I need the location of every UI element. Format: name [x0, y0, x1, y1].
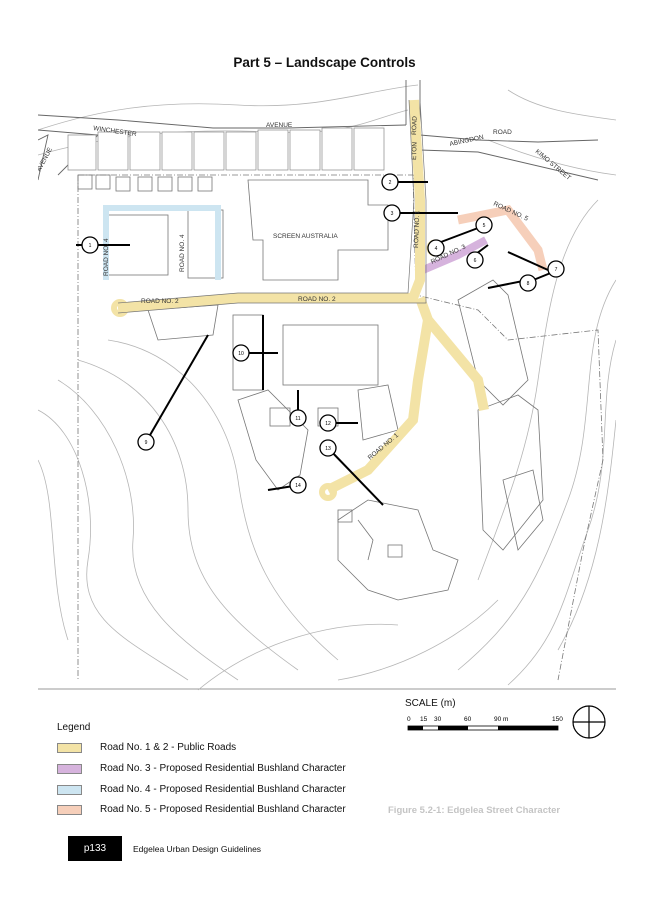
legend-swatch [57, 763, 82, 774]
label-road-no-4-a: ROAD NO. 4 [103, 238, 110, 276]
road-3 [421, 236, 488, 274]
label-road-no-2-mid: ROAD NO. 2 [298, 296, 336, 303]
scale-tick: 60 [464, 716, 472, 723]
section-marker-label: 7 [555, 267, 558, 273]
scale-tick: 150 [552, 716, 563, 723]
section-marker-label: 4 [435, 246, 438, 252]
legend-item-road-1-2: Road No. 1 & 2 - Public Roads [57, 741, 236, 754]
scale-tick: 0 [407, 716, 411, 723]
north-arrow-icon [572, 705, 606, 739]
site-boundary [77, 174, 604, 681]
label-abingdon-road: ROAD [493, 129, 512, 136]
legend-swatch [57, 742, 82, 753]
section-marker-label: 6 [474, 258, 477, 264]
label-road-no-1-north: ROAD NO. 1 [413, 210, 421, 248]
scale-bar-segment [498, 726, 558, 730]
label-road-no-2-left: ROAD NO. 2 [141, 298, 179, 305]
section-marker-label: 13 [325, 446, 331, 452]
scale-label: SCALE (m) [405, 698, 456, 709]
legend-label: Road No. 4 - Proposed Residential Bushla… [100, 784, 346, 795]
legend-item-road-5: Road No. 5 - Proposed Residential Bushla… [57, 803, 346, 816]
label-abingdon: ABINGDON [449, 134, 485, 148]
buildings [77, 174, 544, 601]
label-avenue-left: AVENUE [38, 146, 54, 173]
section-marker-label: 1 [89, 243, 92, 249]
label-road-no-4-b: ROAD NO. 4 [179, 234, 186, 272]
section-markers [81, 173, 565, 494]
scale-tick: 15 [420, 716, 428, 723]
site-map: WINCHESTER AVENUE AVENUE ROAD ETON ABING… [38, 80, 616, 691]
section-marker-label: 14 [295, 483, 301, 489]
label-road-top: ROAD [411, 116, 419, 135]
scale-bar-segment [408, 726, 423, 730]
page-title: Part 5 – Landscape Controls [233, 55, 416, 70]
legend-label: Road No. 5 - Proposed Residential Bushla… [100, 804, 346, 815]
page-number: p133 [68, 836, 122, 861]
legend-swatch [57, 784, 82, 795]
section-marker-label: 8 [527, 281, 530, 287]
label-kimo-street: KIMO STREET [534, 148, 572, 182]
legend-label: Road No. 3 - Proposed Residential Bushla… [100, 763, 346, 774]
scale-tick: 30 [434, 716, 442, 723]
legend-title: Legend [57, 722, 91, 733]
section-marker-label: 10 [238, 351, 244, 357]
road-edges [117, 99, 427, 314]
section-marker-label: 2 [389, 180, 392, 186]
legend-item-road-4: Road No. 4 - Proposed Residential Bushla… [57, 783, 346, 796]
contour-lines [38, 84, 616, 691]
footer-text: Edgelea Urban Design Guidelines [133, 844, 262, 854]
section-marker-label: 12 [325, 421, 331, 427]
legend-swatch [57, 804, 82, 815]
figure-caption: Figure 5.2-1: Edgelea Street Character [388, 805, 561, 816]
scale-tick: 90 m [494, 716, 508, 723]
road-5 [457, 205, 548, 272]
section-marker-label: 9 [145, 440, 148, 446]
legend-label: Road No. 1 & 2 - Public Roads [100, 742, 237, 753]
label-avenue-top: AVENUE [266, 122, 293, 129]
legend-item-road-3: Road No. 3 - Proposed Residential Bushla… [57, 762, 346, 775]
lots [67, 127, 385, 171]
section-marker-label: 11 [295, 416, 300, 422]
scale-bar-segment [438, 726, 468, 730]
section-marker-label: 5 [483, 223, 486, 229]
label-eton: ETON [411, 142, 419, 160]
label-screen-australia: SCREEN AUSTRALIA [273, 233, 338, 240]
section-marker-label: 3 [391, 211, 394, 217]
scale-bar: 0 15 30 60 90 m 150 [407, 716, 563, 731]
